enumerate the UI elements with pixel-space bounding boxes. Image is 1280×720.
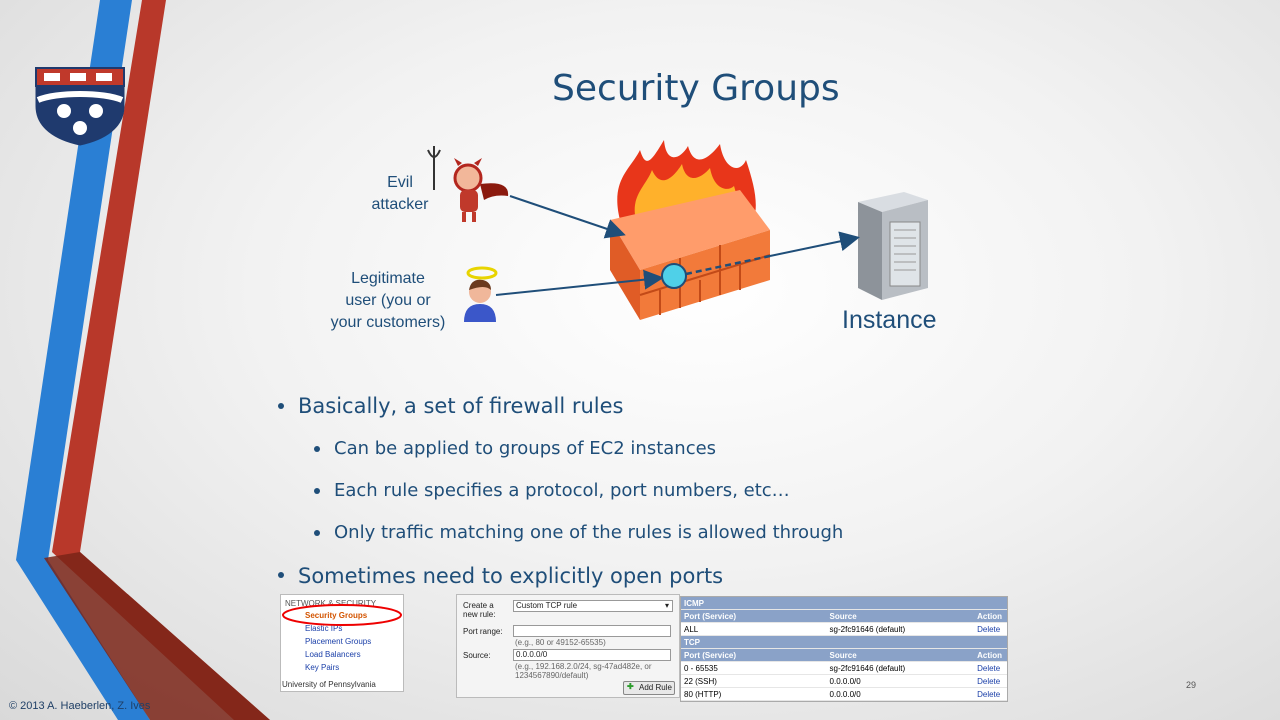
source-input[interactable]: 0.0.0.0/0 — [513, 649, 671, 661]
rule-port: 22 (SSH) — [684, 676, 717, 686]
rule-source: sg-2fc91646 (default) — [829, 624, 906, 634]
delete-rule-link[interactable]: Delete — [977, 663, 1001, 673]
security-rules-table: ICMP Port (Service) Source Action ALL sg… — [680, 596, 1008, 702]
table-header-row: Port (Service) Source Action — [681, 610, 1007, 623]
icmp-section-title: ICMP — [681, 597, 1007, 610]
rule-source: 0.0.0.0/0 — [829, 689, 861, 699]
nav-item-security-groups[interactable]: Security Groups — [305, 611, 368, 620]
nav-item-elastic-ips[interactable]: Elastic IPs — [305, 624, 343, 633]
table-row: 0 - 65535 sg-2fc91646 (default) Delete — [681, 662, 1007, 675]
highlight-circle — [282, 604, 402, 626]
bullet-sub: Only traffic matching one of the rules i… — [334, 522, 844, 543]
attacker-label-line: attacker — [371, 196, 429, 213]
create-rule-label: new rule: — [463, 610, 496, 619]
nav-item-placement-groups[interactable]: Placement Groups — [305, 637, 372, 646]
source-hint: 1234567890/default) — [515, 671, 589, 680]
user-label: Legitimate user (you or your customers) — [314, 268, 462, 334]
server-instance-icon — [858, 192, 928, 300]
bullet-dot — [314, 530, 320, 536]
rule-port: 80 (HTTP) — [684, 689, 722, 699]
table-row: 80 (HTTP) 0.0.0.0/0 Delete — [681, 688, 1007, 701]
legitimate-user-icon — [464, 266, 498, 322]
rule-port: 0 - 65535 — [684, 663, 718, 673]
bullet-main: Sometimes need to explicitly open ports — [298, 564, 724, 588]
bullet-main: Basically, a set of firewall rules — [298, 394, 624, 418]
rule-type-value: Custom TCP rule — [516, 601, 578, 610]
instance-label: Instance — [842, 306, 937, 334]
attacker-label-line: Evil — [387, 174, 413, 191]
table-header-row: Port (Service) Source Action — [681, 649, 1007, 662]
plus-icon: ✚ — [627, 682, 634, 691]
col-source-header: Source — [829, 611, 857, 621]
nav-header: NETWORK & SECURITY — [285, 599, 377, 608]
bullet-sub: Each rule specifies a protocol, port num… — [334, 480, 790, 501]
delete-rule-link[interactable]: Delete — [977, 689, 1001, 699]
bullet-dot — [314, 488, 320, 494]
user-label-line: user (you or — [345, 292, 431, 309]
add-rule-button[interactable]: ✚ Add Rule — [623, 681, 675, 695]
firewall-icon — [610, 140, 771, 320]
col-port-header: Port (Service) — [684, 611, 737, 621]
university-footer: University of Pennsylvania — [282, 680, 376, 689]
devil-attacker-icon — [427, 146, 509, 222]
rule-source: sg-2fc91646 (default) — [829, 663, 906, 673]
rule-source: 0.0.0.0/0 — [829, 676, 861, 686]
col-action-header: Action — [977, 611, 1002, 621]
add-rule-label: Add Rule — [639, 683, 672, 692]
slide-title: Security Groups — [552, 68, 840, 109]
rule-type-select[interactable]: Custom TCP rule ▾ — [513, 600, 673, 612]
table-row: ALL sg-2fc91646 (default) Delete — [681, 623, 1007, 636]
tcp-section-title: TCP — [681, 636, 1007, 649]
col-port-header: Port (Service) — [684, 650, 737, 660]
create-rule-label: Create a — [463, 601, 494, 610]
bullet-dot — [278, 403, 284, 409]
chevron-down-icon: ▾ — [664, 601, 669, 610]
page-number: 29 — [1186, 680, 1197, 690]
university-shield-logo — [35, 67, 125, 146]
aws-nav-panel: NETWORK & SECURITY Security Groups Elast… — [280, 594, 404, 692]
attacker-label: Evil attacker — [360, 172, 440, 216]
delete-rule-link[interactable]: Delete — [977, 624, 1001, 634]
col-action-header: Action — [977, 650, 1002, 660]
source-label: Source: — [463, 651, 491, 660]
source-hint: (e.g., 192.168.2.0/24, sg-47ad482e, or — [515, 662, 652, 671]
nav-item-key-pairs[interactable]: Key Pairs — [305, 663, 340, 672]
copyright-footer: © 2013 A. Haeberlen, Z. Ives — [9, 700, 151, 712]
bullet-dot — [278, 572, 284, 578]
delete-rule-link[interactable]: Delete — [977, 676, 1001, 686]
nav-item-load-balancers[interactable]: Load Balancers — [305, 650, 361, 659]
port-range-hint: (e.g., 80 or 49152-65535) — [515, 638, 606, 647]
user-label-line: Legitimate — [351, 270, 425, 287]
rule-port: ALL — [684, 624, 699, 634]
bullet-sub: Can be applied to groups of EC2 instance… — [334, 438, 717, 459]
bullet-dot — [314, 446, 320, 452]
table-row: 22 (SSH) 0.0.0.0/0 Delete — [681, 675, 1007, 688]
port-range-input[interactable] — [513, 625, 671, 637]
aws-rule-form: Create a new rule: Custom TCP rule ▾ Por… — [456, 594, 680, 698]
user-label-line: your customers) — [330, 314, 446, 331]
port-range-label: Port range: — [463, 627, 503, 636]
col-source-header: Source — [829, 650, 857, 660]
